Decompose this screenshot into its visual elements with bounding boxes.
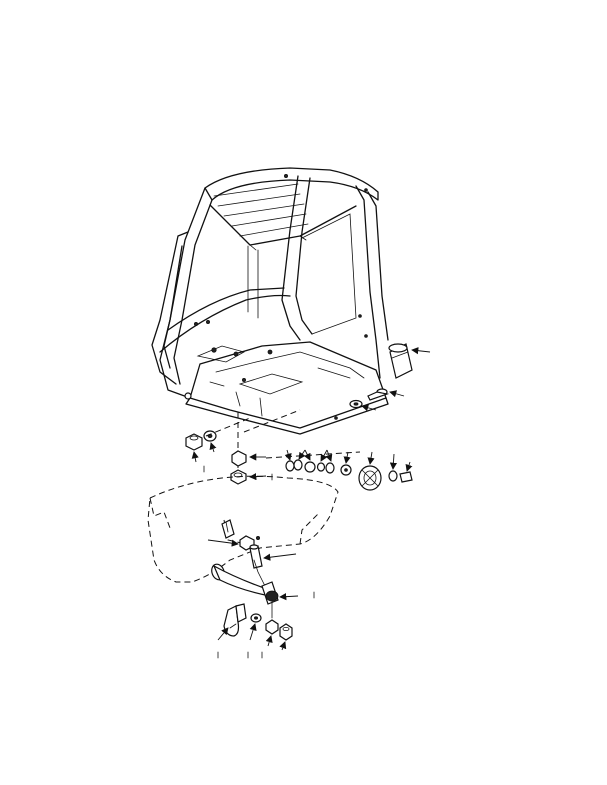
hex-nut-left: [185, 433, 203, 451]
callout-stubs: [203, 465, 315, 659]
leader-horn-stud: [263, 553, 297, 561]
leader-stack-8: [389, 453, 398, 470]
cylindrical-bushing: [388, 343, 413, 379]
flat-washer-lower: [250, 613, 262, 623]
leader-hex-bolt-fender: [207, 539, 239, 547]
leader-hex-nut-left: [191, 451, 199, 463]
leader-pin-bolt: [389, 390, 405, 398]
phantom-fender-outline: [147, 475, 339, 583]
leader-stack-4: [320, 449, 328, 462]
horn-mount-stud: [249, 536, 263, 569]
leader-stack-7: [367, 451, 375, 465]
hex-nut-center: [231, 450, 247, 467]
hex-nut-lower: [279, 623, 293, 641]
leader-stack-2: [298, 449, 306, 460]
leader-bushing: [411, 347, 431, 355]
centerline-left: [205, 417, 251, 437]
bolt-stack-hardware: [285, 459, 413, 491]
small-bracket: [221, 519, 235, 539]
leader-lock-washer-lower: [265, 635, 273, 647]
leader-stack-6: [343, 451, 351, 464]
flat-washer-right: [349, 399, 363, 409]
washer-left: [203, 430, 217, 442]
leader-stack-5: [325, 449, 333, 462]
u-bracket: [223, 603, 247, 637]
leader-horn: [279, 593, 299, 601]
leader-washer-left: [209, 442, 217, 453]
leader-hex-nut-lower: [279, 641, 287, 651]
leader-stack-1: [284, 449, 292, 461]
leader-washer-right: [361, 404, 377, 412]
leader-u-bracket: [217, 627, 229, 641]
horn-assembly: [211, 559, 279, 619]
lock-washer-lower: [265, 619, 279, 635]
centerline-bolt-stack: [265, 451, 361, 459]
frame-bolt-dots: [184, 173, 368, 420]
leader-washer-lower: [249, 623, 257, 641]
centerline-right: [243, 409, 301, 433]
leader-stack-3: [303, 449, 311, 461]
pin-bolt: [367, 388, 390, 401]
leader-stack-9: [405, 461, 413, 472]
operator-cab-frame: [151, 167, 389, 435]
